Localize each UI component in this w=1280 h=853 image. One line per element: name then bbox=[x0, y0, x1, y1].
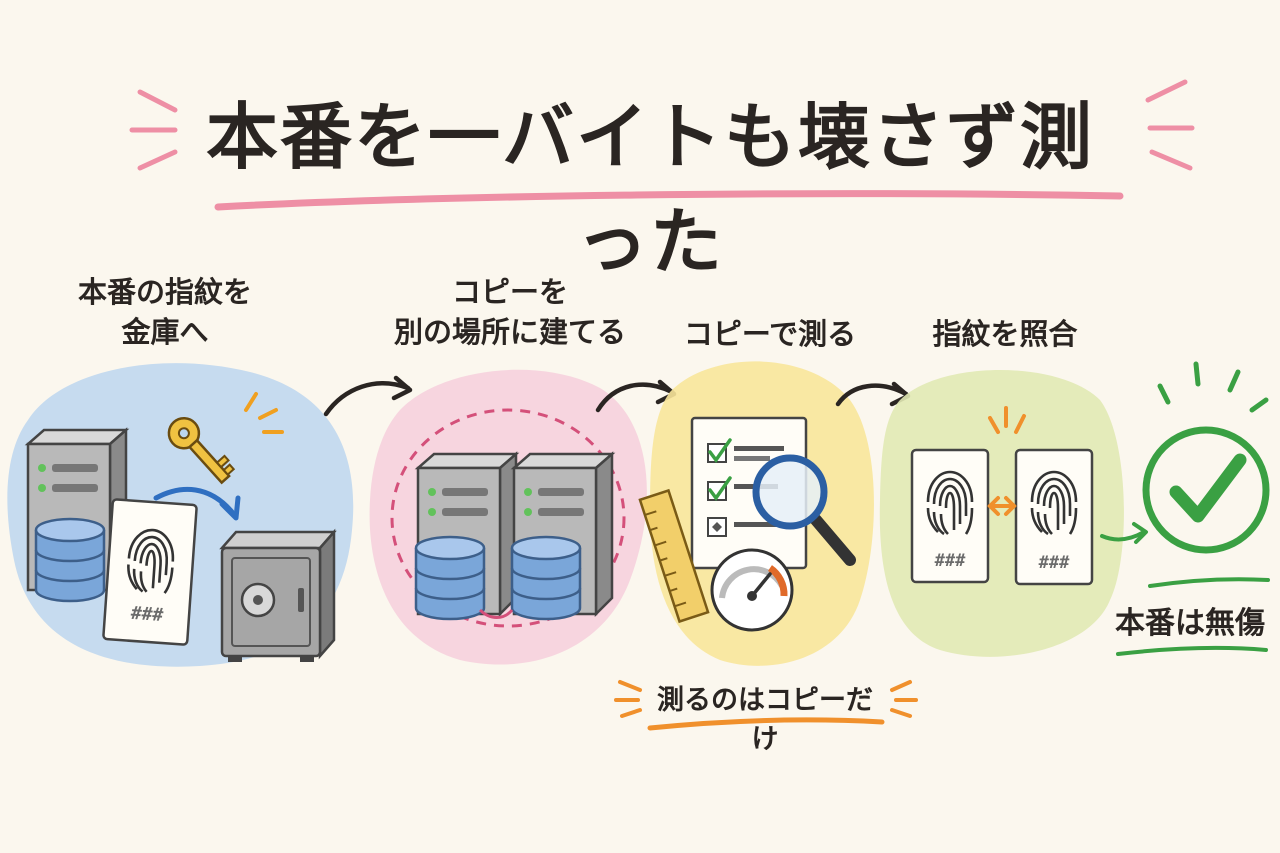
compare-arrow-icon bbox=[987, 496, 1017, 516]
step-label-line: コピーで測る bbox=[683, 317, 857, 351]
step-label-line: 本番の指紋を bbox=[77, 275, 252, 309]
svg-text:###: ### bbox=[935, 551, 966, 571]
result-arrow bbox=[1100, 530, 1146, 542]
note-label: 測るのはコピーだけ bbox=[657, 685, 873, 755]
fingerprint-card-icon: ### bbox=[910, 448, 990, 584]
database-icon bbox=[34, 517, 106, 603]
fingerprint-card-icon: ### bbox=[1014, 448, 1094, 586]
dashed-boundary bbox=[390, 408, 626, 628]
magnifier-icon bbox=[752, 454, 856, 566]
step-label-line: 指紋を照合 bbox=[932, 317, 1078, 351]
step-label-line: 金庫へ bbox=[121, 315, 209, 349]
title-underline bbox=[214, 190, 1124, 211]
step3-illustration bbox=[638, 361, 874, 666]
title-accent-marks bbox=[129, 79, 1195, 171]
note-underline bbox=[647, 717, 885, 731]
svg-text:###: ### bbox=[130, 603, 164, 626]
step-label-line: 別の場所に建てる bbox=[393, 315, 626, 349]
result-label: 本番は無傷 bbox=[1115, 606, 1265, 641]
ruler-icon bbox=[638, 488, 710, 624]
step-label-3: コピーで測る bbox=[660, 314, 880, 354]
step2-illustration bbox=[369, 369, 647, 665]
result-underline-top bbox=[1148, 577, 1270, 588]
step4-illustration: ### ### bbox=[879, 370, 1124, 657]
page-title: 本番を一バイトも壊さず測った bbox=[205, 95, 1094, 284]
swap-arrow-icon bbox=[478, 608, 514, 619]
step-label-1: 本番の指紋を 金庫へ bbox=[40, 272, 290, 352]
database-icon bbox=[510, 535, 582, 621]
step-label-4: 指紋を照合 bbox=[895, 314, 1115, 354]
gauge-icon bbox=[710, 548, 794, 632]
step-label-2: コピーを 別の場所に建てる bbox=[360, 272, 660, 352]
step-label-line: コピーを bbox=[451, 275, 568, 309]
flow-arrow-1 bbox=[323, 381, 411, 417]
key-icon bbox=[167, 416, 236, 485]
step1-illustration: ### bbox=[7, 363, 354, 667]
note-accent-marks bbox=[614, 680, 918, 718]
database-icon bbox=[414, 535, 486, 621]
result-underline bbox=[1116, 645, 1268, 656]
fingerprint-card-icon: ### bbox=[102, 498, 198, 646]
flow-arrow-2 bbox=[595, 382, 675, 413]
check-circle-icon bbox=[1142, 361, 1270, 554]
safe-icon bbox=[219, 528, 337, 662]
svg-text:###: ### bbox=[1039, 553, 1070, 573]
